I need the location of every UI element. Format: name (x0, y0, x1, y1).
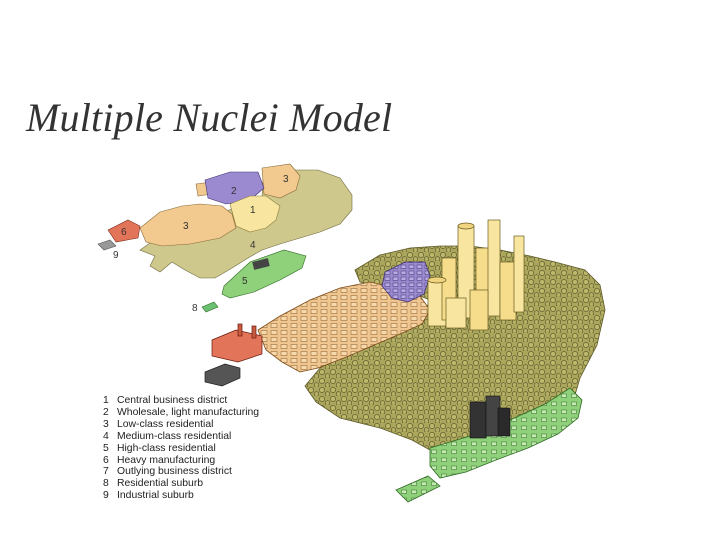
legend-item: 4 Medium-class residential (103, 431, 259, 443)
legend-number: 3 (103, 418, 109, 430)
legend-label: Outlying business district (117, 466, 232, 478)
wholesale-district (381, 261, 431, 303)
legend-label: Low-class residential (117, 418, 214, 430)
slide-title: Multiple Nuclei Model (26, 95, 393, 140)
legend-number: 5 (103, 442, 109, 454)
zone-label-4: 4 (250, 240, 256, 251)
legend-label: Residential suburb (117, 478, 204, 490)
zone-1-cbd (229, 195, 281, 233)
zone-label-5: 5 (242, 276, 248, 287)
zone-label-9: 9 (113, 250, 119, 261)
legend-item: 9 Industrial suburb (103, 490, 259, 502)
legend-item: 2 Wholesale, light manufacturing (103, 407, 259, 419)
legend-item: 7 Outlying business district (103, 466, 259, 478)
zone-3-low-class-west (139, 203, 237, 247)
legend-number: 8 (103, 478, 109, 490)
legend-item: 1 Central business district (103, 395, 259, 407)
zone-7-outlying-business (252, 258, 270, 270)
legend-number: 7 (103, 466, 109, 478)
legend-number: 4 (103, 430, 109, 442)
legend-number: 1 (103, 395, 109, 406)
zone-3-low-class-north (261, 163, 301, 199)
legend-number: 6 (103, 454, 109, 466)
legend-number: 2 (103, 406, 109, 418)
legend-item: 3 Low-class residential (103, 419, 259, 431)
legend-label: Wholesale, light manufacturing (117, 406, 260, 418)
industrial-suburb-buildings (204, 363, 241, 387)
legend-item: 6 Heavy manufacturing (103, 455, 259, 467)
heavy-manufacturing-plant (211, 323, 263, 363)
legend-label: Central business district (117, 395, 228, 406)
zone-label-8: 8 (192, 303, 198, 314)
zone-label-3-north: 3 (283, 174, 289, 185)
legend-label: Industrial suburb (117, 490, 194, 502)
legend-list: 1 Central business district 2 Wholesale, l… (103, 395, 259, 502)
schematic-map (97, 163, 353, 313)
cbd-skyscrapers (427, 219, 525, 331)
zone-number-labels: 1 2 3 3 4 5 6 8 9 (113, 174, 289, 314)
low-class-residential-grid (257, 281, 431, 373)
zone-5-high-class (221, 249, 307, 299)
legend-item: 8 Residential suburb (103, 478, 259, 490)
legend-number: 9 (103, 490, 109, 502)
zone-9-industrial-suburb (97, 239, 117, 251)
city-illustration (204, 219, 606, 503)
legend-label: Heavy manufacturing (117, 454, 216, 466)
legend-label: High-class residential (117, 442, 216, 454)
zone-label-2: 2 (231, 186, 237, 197)
residential-suburb-patch (395, 475, 441, 503)
zone-label-1: 1 (250, 205, 256, 216)
legend-label: Medium-class residential (117, 430, 232, 442)
zone-label-6: 6 (121, 227, 127, 238)
zone-8-residential-suburb (201, 301, 219, 313)
zone-label-3-west: 3 (183, 221, 189, 232)
zone-6-heavy-manufacturing (107, 219, 141, 243)
outlying-business-district (469, 395, 511, 439)
legend-item: 5 High-class residential (103, 443, 259, 455)
